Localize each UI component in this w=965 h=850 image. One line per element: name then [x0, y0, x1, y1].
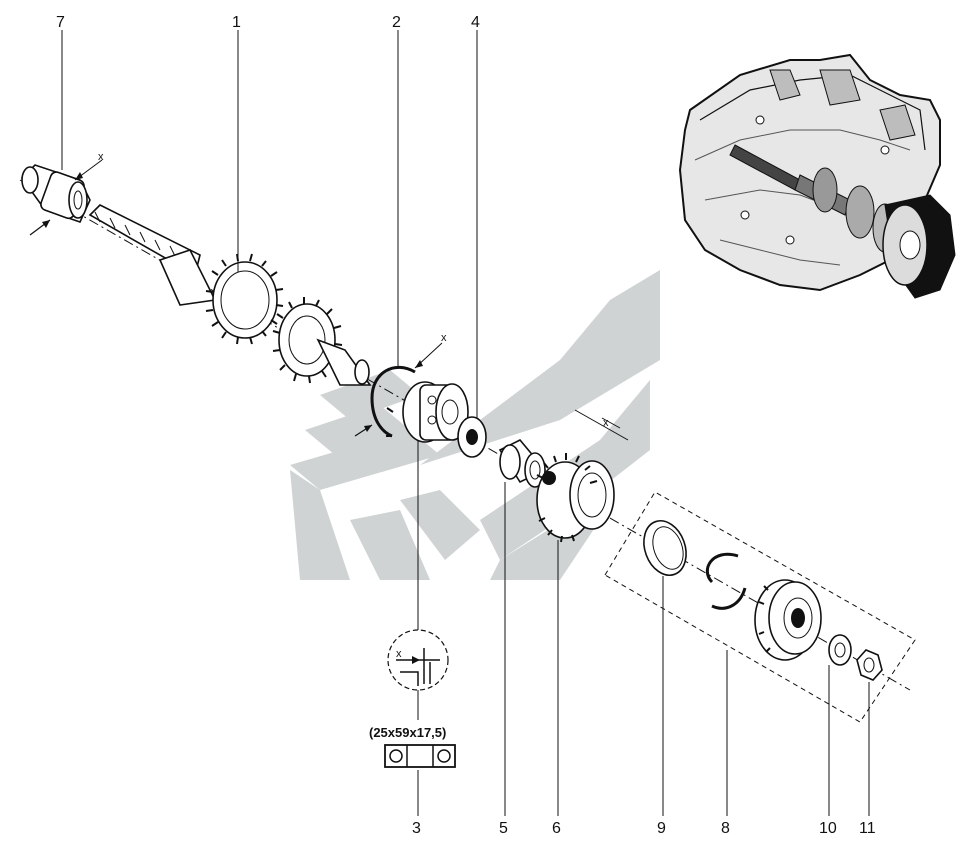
- part-1-main-shaft: [88, 204, 372, 386]
- gearbox-inset: [678, 53, 956, 299]
- bearing-detail-view: [387, 629, 449, 691]
- part-11-nut: [856, 649, 883, 681]
- callout-11: 11: [859, 820, 876, 837]
- callout-6: 6: [552, 820, 561, 837]
- part-7-bush: [20, 159, 103, 236]
- dimension-x-label-detail: x: [396, 648, 402, 660]
- callout-9: 9: [657, 820, 666, 837]
- part-4-washer: [457, 416, 487, 458]
- dimension-x-label-7: x: [98, 151, 104, 163]
- callout-7: 7: [56, 14, 65, 31]
- callout-10: 10: [819, 820, 837, 837]
- callout-3: 3: [412, 820, 421, 837]
- bearing-size-label: (25x59x17,5): [369, 725, 446, 740]
- part-8-synchronizer: [705, 552, 822, 661]
- bearing-symbol: [384, 744, 456, 768]
- leader-lines: [61, 30, 870, 816]
- part-6-gear: [536, 409, 629, 543]
- kit-8-dashed-frame: [604, 491, 916, 723]
- part-10-washer: [828, 634, 852, 666]
- callout-5: 5: [499, 820, 508, 837]
- callout-8: 8: [721, 820, 730, 837]
- callout-4: 4: [471, 14, 480, 31]
- dimension-x-label-6: x: [603, 417, 609, 429]
- dimension-x-label-2: x: [441, 332, 447, 344]
- part-9-blocker-ring: [643, 520, 687, 576]
- callout-2: 2: [392, 14, 401, 31]
- part-2-snap-ring: [354, 342, 443, 438]
- callout-1: 1: [232, 14, 241, 31]
- part-3-bearing: [402, 381, 469, 443]
- part-5-needle-bearing: [498, 439, 547, 488]
